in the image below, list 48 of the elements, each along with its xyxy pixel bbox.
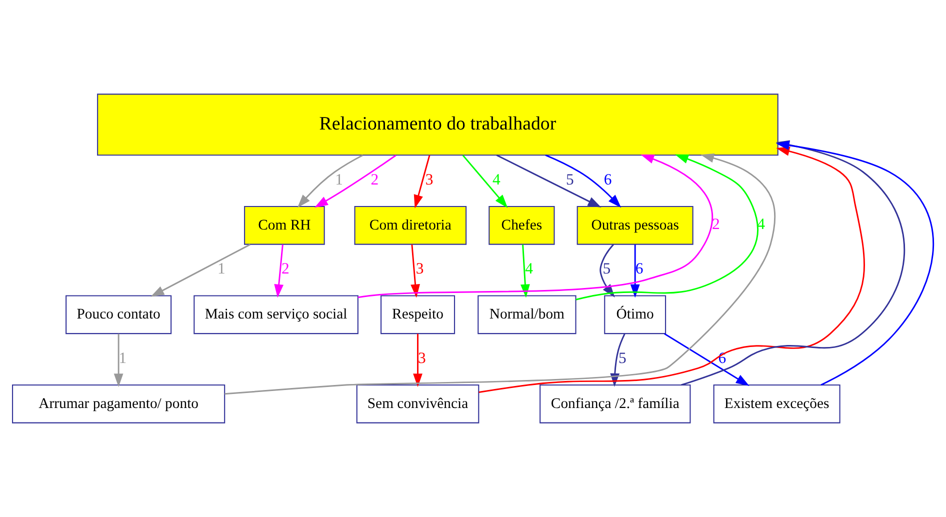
edge-label: 5 — [566, 171, 574, 188]
node-box: Mais com serviço social — [194, 295, 358, 334]
arrow — [478, 146, 865, 393]
edge-label: 3 — [416, 260, 424, 278]
edge-label: 3 — [425, 171, 434, 188]
edge-label: 1 — [118, 350, 127, 367]
edge-label: 4 — [492, 171, 500, 188]
arrow — [150, 244, 250, 297]
edge-label: 4 — [525, 260, 533, 278]
node-box: Outras pessoas — [576, 206, 694, 245]
arrow — [630, 244, 640, 298]
arrow — [274, 244, 284, 298]
node-box: Sem convivência — [356, 384, 480, 424]
edge-label: 2 — [370, 171, 379, 188]
edge-label: 1 — [218, 260, 226, 278]
node-box: Normal/bom — [478, 295, 576, 334]
edge-label: 5 — [602, 260, 611, 278]
node-box: Respeito — [380, 295, 456, 334]
arrow — [576, 154, 758, 300]
edge-label: 2 — [712, 216, 720, 234]
edge-label: 6 — [635, 260, 644, 278]
edge-label: 1 — [335, 171, 343, 188]
edge-label: 5 — [618, 350, 626, 367]
arrow — [462, 154, 508, 208]
node-box: Arrumar pagamento/ ponto — [12, 384, 226, 424]
edge-label: 2 — [282, 260, 290, 278]
arrow — [413, 334, 422, 388]
node-box: Chefes — [488, 206, 555, 245]
arrow — [114, 334, 124, 388]
arrow — [224, 154, 776, 395]
node-box: Com RH — [244, 206, 325, 245]
arrow — [297, 154, 364, 208]
arrow — [314, 154, 396, 208]
arrow — [414, 155, 430, 208]
edge-label: 6 — [604, 171, 612, 188]
arrow — [664, 333, 750, 386]
node-box: Existem exceções — [713, 384, 840, 424]
node-box: Pouco contato — [66, 295, 172, 334]
node-box: Ótimo — [604, 295, 666, 334]
arrow — [520, 244, 530, 298]
edge-label: 3 — [418, 350, 426, 367]
edge-label: 4 — [757, 216, 766, 234]
arrow — [496, 154, 602, 208]
node-box: Confiança /2.ª família — [540, 384, 691, 424]
arrow — [545, 154, 622, 208]
node-box: Relacionamento do trabalhador — [97, 94, 778, 156]
arrow — [410, 244, 420, 298]
node-box: Com diretoria — [354, 206, 467, 245]
